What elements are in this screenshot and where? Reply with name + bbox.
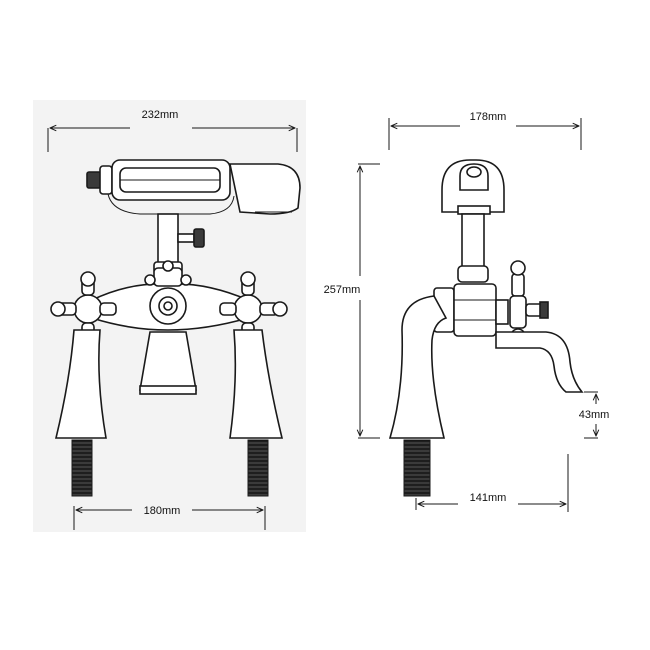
side-spout: [495, 331, 584, 393]
bridge-body: [91, 260, 249, 331]
front-width-label: 232mm: [142, 109, 179, 121]
spout-reach-label: 141mm: [470, 492, 507, 504]
side-leg: [388, 295, 448, 497]
side-view: 178mm 257mm: [324, 111, 610, 512]
side-cross-handle: [509, 260, 549, 344]
side-handset: [441, 159, 505, 215]
spout-height-label: 43mm: [579, 409, 610, 421]
spout-reach-dimension: 141mm: [415, 454, 569, 512]
front-view: 232mm: [33, 100, 306, 532]
front-spout: [139, 331, 197, 395]
side-depth-label: 178mm: [470, 111, 507, 123]
side-body: [433, 283, 509, 337]
front-width-dimension: 232mm: [47, 109, 298, 152]
height-label: 257mm: [324, 284, 361, 296]
right-leg: [229, 329, 284, 497]
side-depth-dimension: 178mm: [388, 111, 582, 150]
spout-height-dimension: 43mm: [579, 391, 610, 439]
left-leg: [54, 329, 107, 497]
centres-dimension: 180mm: [73, 505, 266, 530]
side-riser: [457, 213, 489, 283]
shower-handset: [86, 159, 301, 215]
centres-label: 180mm: [144, 505, 181, 517]
height-dimension: 257mm: [324, 163, 380, 439]
shower-riser: [153, 213, 205, 275]
